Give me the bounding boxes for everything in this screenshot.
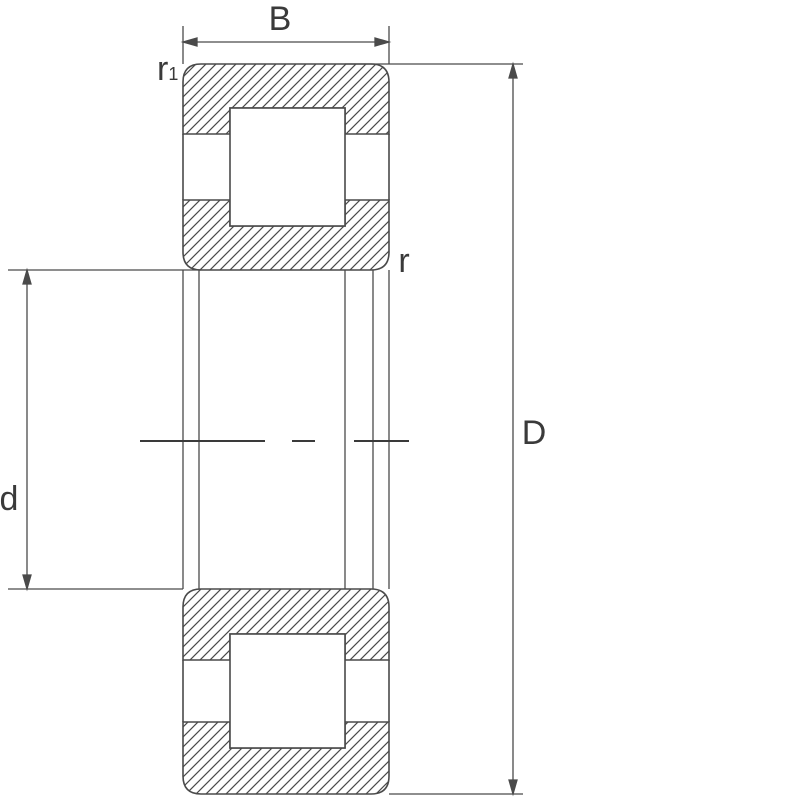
- bottom-roller: [229, 633, 346, 749]
- arrow-d-bottom: [508, 779, 518, 797]
- top-inner-ring: [182, 199, 390, 271]
- label-bore-d: d: [0, 480, 18, 518]
- label-r1: r1: [157, 50, 178, 88]
- label-b: B: [269, 0, 292, 38]
- bearing-section: [182, 63, 390, 795]
- label-outer-d: D: [522, 414, 547, 452]
- dimension-d-outer: [345, 61, 523, 797]
- arrow-bore-top: [22, 267, 32, 285]
- top-section: [182, 63, 390, 271]
- top-roller: [229, 107, 346, 227]
- arrow-d-top: [508, 61, 518, 79]
- arrow-bore-bottom: [22, 574, 32, 592]
- dimension-b: [180, 26, 392, 64]
- dimension-d-bore: [8, 267, 201, 592]
- bottom-section: [182, 588, 390, 795]
- bore-lines: [182, 270, 390, 589]
- label-r: r: [398, 242, 409, 280]
- arrow-b-left: [180, 37, 198, 47]
- arrow-b-right: [374, 37, 392, 47]
- bottom-outer-ring: [182, 721, 390, 795]
- bottom-inner-ring: [182, 588, 390, 661]
